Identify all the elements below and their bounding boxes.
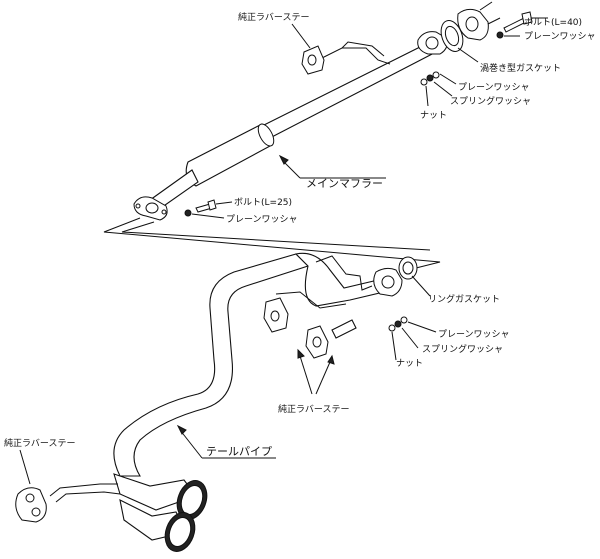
muffler-end-cap [257,123,275,147]
muffler-body [185,123,272,187]
spiral-gasket-part [440,20,479,63]
label-plain-washer-lower: プレーンワッシャ [438,329,510,340]
tail-pipe-left-bracket [49,483,121,503]
label-bolt-l40: ボルト(L=40) [524,17,582,28]
label-rubber-stay-top: 純正ラバーステー [238,11,309,23]
main-pipe [257,41,437,141]
rubber-stay-middle-a [263,297,289,333]
tail-pipe-bracket [275,255,373,309]
ring-gasket-part [398,256,431,297]
main-muffler-hanger-bracket [317,41,391,65]
bolt-l25-part [184,199,233,219]
main-muffler-assembly [133,31,448,221]
label-bolt-l25: ボルト(L=25) [234,197,292,208]
tail-pipe-tips [113,473,208,552]
label-ring-gasket: リングガスケット [428,293,500,305]
rubber-stay-middle-b [305,325,329,359]
tail-pipe-tube [113,253,310,477]
bolt-l40-part [496,11,548,39]
label-rubber-stay-left: 純正ラバーステー [4,437,75,449]
hardware-top-part [420,71,457,107]
label-plain-washer-top-right: プレーンワッシャ [524,31,596,42]
hardware-lower-part [388,316,437,361]
label-rubber-stay-middle: 純正ラバーステー [278,403,349,415]
assembly-connector-lines [103,217,441,273]
main-muffler-flange-left [133,196,168,221]
tail-pipe-pointer [176,424,276,459]
tail-pipe-assembly [49,252,403,552]
tail-pipe-stub [331,319,357,339]
tail-pipe-flange [373,267,403,297]
label-main-muffler: メインマフラー [306,177,383,190]
label-nut-lower: ナット [396,358,423,369]
label-spring-washer-lower: スプリングワッシャ [422,343,503,355]
label-plain-washer-top: プレーンワッシャ [458,82,530,93]
label-plain-washer-mid: プレーンワッシャ [226,214,298,225]
rubber-stay-left-part [15,449,47,523]
label-spiral-gasket: 渦巻き型ガスケット [480,62,561,74]
main-muffler-pointer [278,154,386,179]
label-spring-washer-top: スプリングワッシャ [450,95,531,107]
tail-pipe-inlet [294,252,385,307]
rubber-stay-top-part [291,23,325,75]
label-nut-top: ナット [420,110,447,121]
rubber-stay-middle-pointers [297,348,335,395]
label-tail-pipe: テールパイプ [206,445,272,458]
upstream-flange-part [457,1,501,41]
